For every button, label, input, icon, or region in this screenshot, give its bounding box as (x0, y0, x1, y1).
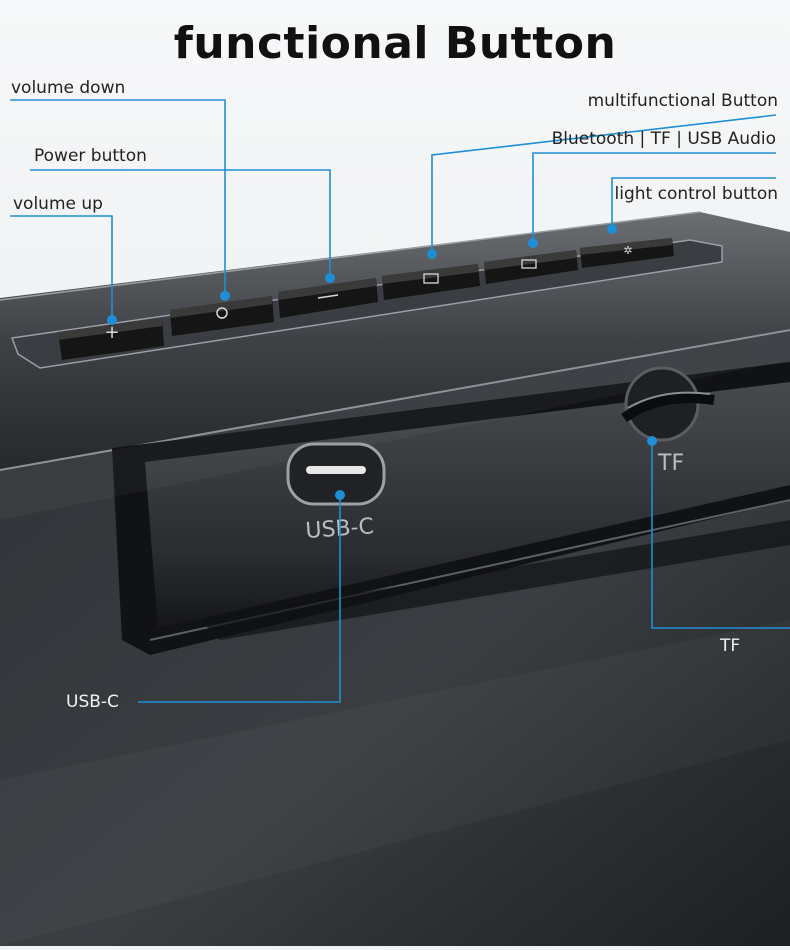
label-volume-up: volume up (13, 194, 103, 214)
button-multifunction[interactable] (484, 250, 578, 284)
label-multifunctional-button: multifunctional Button (587, 91, 778, 111)
label-power-button: Power button (34, 146, 147, 166)
leader-tf (651, 442, 790, 629)
leader-dots (107, 224, 657, 500)
svg-text:✲: ✲ (623, 244, 632, 257)
button-volume-down[interactable] (170, 296, 274, 336)
button-volume-up[interactable]: + (58, 318, 164, 360)
leader-volume-down (10, 99, 226, 294)
leader-usb-c (138, 496, 341, 703)
leader-light (611, 177, 776, 228)
leader-power (30, 169, 331, 276)
leader-mode (532, 152, 776, 242)
label-usb-c: USB-C (66, 692, 119, 712)
svg-text:+: + (104, 322, 119, 343)
label-volume-down: volume down (11, 78, 126, 98)
port-panel (145, 382, 790, 628)
leader-lines (10, 99, 790, 703)
reflection (0, 330, 790, 520)
leader-volume-up (10, 215, 113, 318)
button-light-control[interactable]: ✲ (580, 238, 674, 268)
label-tf: TF (720, 636, 741, 656)
leader-multifunctional (431, 114, 777, 252)
label-light-control: light control button (614, 184, 778, 204)
button-power[interactable] (278, 278, 378, 318)
page-title: functional Button (173, 18, 617, 69)
tf-card-slot (621, 366, 715, 442)
tf-marking: TF (657, 451, 684, 476)
button-mode[interactable] (382, 264, 480, 300)
usb-c-port (286, 442, 386, 506)
panel-groove (200, 520, 790, 640)
top-edge-highlight (0, 211, 701, 301)
label-mode: Bluetooth | TF | USB Audio (551, 129, 776, 149)
